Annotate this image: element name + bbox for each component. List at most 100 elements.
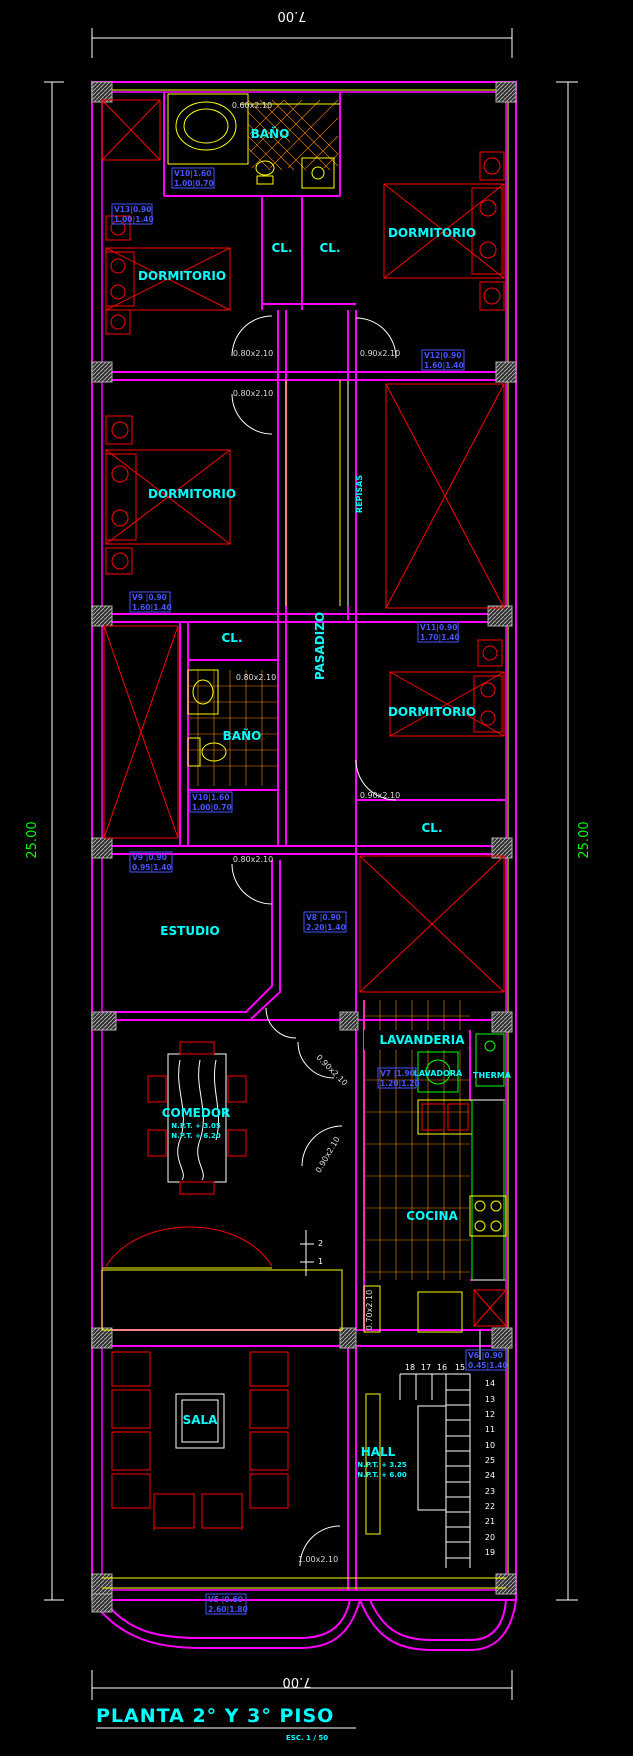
bed-top-left bbox=[105, 215, 231, 335]
column bbox=[487, 605, 513, 627]
stair-step-number: 22 bbox=[485, 1502, 495, 1511]
stair-step-numbers-right: 14 13 12 11 10 25 24 23 22 21 20 19 bbox=[485, 1379, 495, 1557]
window-tag-line: 1.70|1.40 bbox=[420, 633, 460, 643]
window-tag-line: 1.20|1.20 bbox=[380, 1079, 420, 1089]
column bbox=[91, 605, 113, 627]
room-label-bano-middle: BAÑO bbox=[223, 728, 262, 743]
window-tag-line: V10|1.60 bbox=[192, 793, 230, 803]
plan-title: PLANTA 2° Y 3° PISO bbox=[96, 1705, 334, 1727]
room-label-dormitorio-middle: DORMITORIO bbox=[148, 487, 236, 501]
window-tag-line: 2.60|1.80 bbox=[208, 1605, 248, 1615]
stair-step-number: 16 bbox=[437, 1363, 447, 1372]
dim-width-bottom: 7.00 bbox=[283, 1674, 312, 1689]
closet-label-3: CL. bbox=[221, 631, 242, 645]
door-size-label: 0.90x2.10 bbox=[314, 1053, 349, 1088]
upper-step-number: 1 bbox=[318, 1257, 323, 1266]
window-tag-line: 0.45|1.40 bbox=[468, 1361, 508, 1371]
stair-step-number: 12 bbox=[485, 1410, 495, 1419]
label-hall-npt2: N.P.T. + 6.00 bbox=[357, 1471, 407, 1479]
window-tags: V10|1.60 1.00|0.70 V13|0.90 1.00|1.40 V1… bbox=[111, 167, 508, 1615]
room-label-bano-top: BAÑO bbox=[251, 126, 290, 141]
window-tag-line: V5 |0.60 bbox=[208, 1595, 243, 1605]
door-swings bbox=[231, 315, 397, 1567]
label-comedor-npt1: N.P.T. + 3.05 bbox=[171, 1122, 221, 1130]
column bbox=[495, 81, 517, 103]
room-label-estudio: ESTUDIO bbox=[160, 924, 219, 938]
stair-step-number: 20 bbox=[485, 1533, 495, 1542]
stair-step-number: 13 bbox=[485, 1395, 495, 1404]
stair-step-number: 21 bbox=[485, 1517, 495, 1526]
corridor-lines bbox=[285, 380, 349, 606]
dim-width-top: 7.00 bbox=[278, 8, 307, 23]
stair-step-number: 11 bbox=[485, 1425, 495, 1434]
room-label-dormitorio-right-middle: DORMITORIO bbox=[388, 705, 476, 719]
window-tag-line: 1.00|0.70 bbox=[174, 179, 214, 189]
room-label-dormitorio-top-left: DORMITORIO bbox=[138, 269, 226, 283]
bed-top-right bbox=[383, 151, 505, 311]
stair-step-number: 17 bbox=[421, 1363, 431, 1372]
dimension-lines bbox=[44, 28, 578, 1700]
column bbox=[491, 1011, 513, 1033]
window-tag-line: V11|0.90 bbox=[420, 623, 458, 633]
column bbox=[91, 361, 113, 383]
bathroom-middle bbox=[187, 669, 278, 786]
dining-table bbox=[101, 1041, 343, 1331]
column bbox=[91, 1011, 117, 1031]
window-tag-line: 2.20|1.40 bbox=[306, 923, 346, 933]
stair-step-number: 25 bbox=[485, 1456, 495, 1465]
column bbox=[491, 837, 513, 859]
window-tag-line: 1.60|1.40 bbox=[424, 361, 464, 371]
label-hall-npt1: N.P.T. + 3.25 bbox=[357, 1461, 407, 1469]
bed-middle bbox=[105, 415, 231, 575]
stair-step-number: 24 bbox=[485, 1471, 495, 1480]
column bbox=[495, 361, 517, 383]
label-lavadora: LAVADORA bbox=[414, 1069, 463, 1078]
door-size-label: 0.80x2.10 bbox=[236, 673, 276, 682]
staircase bbox=[365, 1330, 481, 1568]
window-tag-line: 1.00|1.40 bbox=[114, 215, 154, 225]
stair-step-number: 23 bbox=[485, 1487, 495, 1496]
column bbox=[91, 1327, 113, 1349]
door-size-label: 0.60x2.10 bbox=[232, 101, 272, 110]
stair-step-number: 14 bbox=[485, 1379, 495, 1388]
light-wells bbox=[101, 99, 507, 1327]
column bbox=[339, 1011, 359, 1031]
door-size-label: 1.00x2.10 bbox=[298, 1555, 338, 1564]
column bbox=[491, 1327, 513, 1349]
column bbox=[495, 1573, 517, 1595]
door-size-label: 0.90x2.10 bbox=[360, 349, 400, 358]
room-label-comedor: COMEDOR bbox=[162, 1106, 231, 1120]
balcony bbox=[91, 1577, 517, 1651]
column bbox=[339, 1327, 357, 1349]
label-therma: THERMA bbox=[473, 1071, 512, 1080]
stair-step-numbers-top: 18 17 16 15 bbox=[405, 1363, 465, 1372]
window-tag-line: V6 |0.90 bbox=[468, 1351, 503, 1361]
window-tag-line: V13|0.90 bbox=[114, 205, 152, 215]
room-label-hall: HALL bbox=[361, 1445, 396, 1459]
room-label-sala: SALA bbox=[183, 1413, 219, 1427]
door-size-label: 0.80x2.10 bbox=[233, 855, 273, 864]
stair-step-number: 19 bbox=[485, 1548, 495, 1557]
label-comedor-npt2: N.P.T. + 6.20 bbox=[171, 1132, 221, 1140]
upper-steps bbox=[300, 1230, 314, 1276]
window-tag-line: V9 |0.90 bbox=[132, 593, 167, 603]
window-tag-line: 1.00|0.70 bbox=[192, 803, 232, 813]
column bbox=[91, 1573, 113, 1595]
room-label-cocina: COCINA bbox=[406, 1209, 458, 1223]
kitchen-area bbox=[363, 1000, 507, 1333]
label-pasadizo: PASADIZO bbox=[313, 612, 327, 680]
window-tag-line: V9 |0.90 bbox=[132, 853, 167, 863]
room-label-dormitorio-top-right: DORMITORIO bbox=[388, 226, 476, 240]
door-size-label: 0.80x2.10 bbox=[233, 349, 273, 358]
window-tag-line: 1.60|1.40 bbox=[132, 603, 172, 613]
stair-step-number: 10 bbox=[485, 1441, 495, 1450]
bed-right-middle bbox=[389, 639, 505, 737]
room-label-lavanderia: LAVANDERIA bbox=[379, 1033, 465, 1047]
door-sizes: 0.60x2.10 0.80x2.10 0.90x2.10 0.80x2.10 … bbox=[232, 101, 400, 1564]
window-tag-line: V7 |1.90 bbox=[380, 1069, 415, 1079]
closet-label-4: CL. bbox=[421, 821, 442, 835]
dim-height-left: 25.00 bbox=[25, 821, 40, 858]
door-size-label: 0.90x2.10 bbox=[314, 1135, 342, 1174]
window-tag-line: V10|1.60 bbox=[174, 169, 212, 179]
